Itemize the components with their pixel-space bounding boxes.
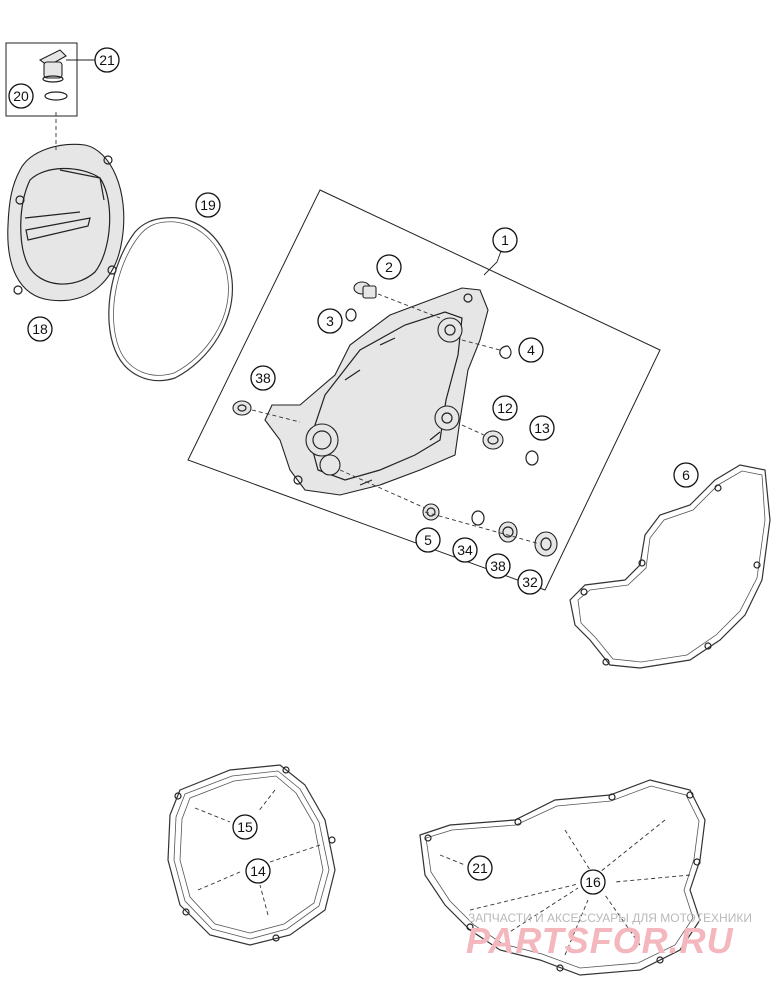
callout-20: 21 <box>94 47 120 73</box>
watermark-logo: PARTSFOR.RU <box>466 920 734 961</box>
callout-19: 20 <box>8 83 34 109</box>
callout-2-text: 2 <box>385 259 393 275</box>
watermark: ЗАПЧАСТИ И АКСЕССУАРЫ ДЛЯ МОТОТЕХНИКИ PA… <box>466 911 752 961</box>
callout-3: 3 <box>317 308 343 334</box>
callout-16-text: 16 <box>585 874 601 890</box>
callout-34: 34 <box>452 537 478 563</box>
callout-17-text: 18 <box>32 321 48 337</box>
callout-15-text: 15 <box>237 819 253 835</box>
callout-38-lower: 38 <box>485 553 511 579</box>
callout-14: 14 <box>245 858 271 884</box>
callout-4-text: 4 <box>527 342 535 358</box>
cover-gasket-pair <box>167 764 336 946</box>
callout-21: 21 <box>467 855 493 881</box>
callout-38-upper: 38 <box>250 365 276 391</box>
callout-17: 18 <box>27 316 53 342</box>
callout-14-text: 14 <box>250 863 266 879</box>
callout-13: 13 <box>529 415 555 441</box>
callout-18-text: 19 <box>200 197 216 213</box>
callout-13-text: 13 <box>534 420 550 436</box>
callout-12-text: 12 <box>497 400 513 416</box>
callout-38-upper-text: 38 <box>255 370 271 386</box>
callout-1-text: 1 <box>501 232 509 248</box>
callout-19-text: 20 <box>13 88 29 104</box>
callout-32: 32 <box>517 569 543 595</box>
callout-4: 4 <box>518 337 544 363</box>
callout-18: 19 <box>195 192 221 218</box>
inner-clutch-cover <box>264 239 506 496</box>
callout-5: 5 <box>415 527 441 553</box>
small-parts <box>232 281 558 557</box>
callout-5-text: 5 <box>424 532 432 548</box>
outer-clutch-cover <box>7 112 125 302</box>
callout-16: 16 <box>580 869 606 895</box>
callout-20-text: 21 <box>99 52 115 68</box>
callout-3-text: 3 <box>326 313 334 329</box>
clutch-cover-gasket <box>108 217 233 382</box>
watermark-tagline: ЗАПЧАСТИ И АКСЕССУАРЫ ДЛЯ МОТОТЕХНИКИ <box>468 911 752 925</box>
crankcase-gasket-left <box>419 779 706 976</box>
crankcase-gasket-right <box>569 464 771 669</box>
assembly-frame <box>187 189 661 591</box>
callout-6: 6 <box>673 462 699 488</box>
callout-38-lower-text: 38 <box>490 558 506 574</box>
callout-15: 15 <box>232 814 258 840</box>
callout-21-text: 21 <box>472 860 488 876</box>
callout-32-text: 32 <box>522 574 538 590</box>
callout-1: 1 <box>492 227 518 253</box>
callout-2: 2 <box>376 254 402 280</box>
callout-12: 12 <box>492 395 518 421</box>
callout-34-text: 34 <box>457 542 473 558</box>
callout-6-text: 6 <box>682 467 690 483</box>
inset-oil-plug <box>5 42 95 117</box>
